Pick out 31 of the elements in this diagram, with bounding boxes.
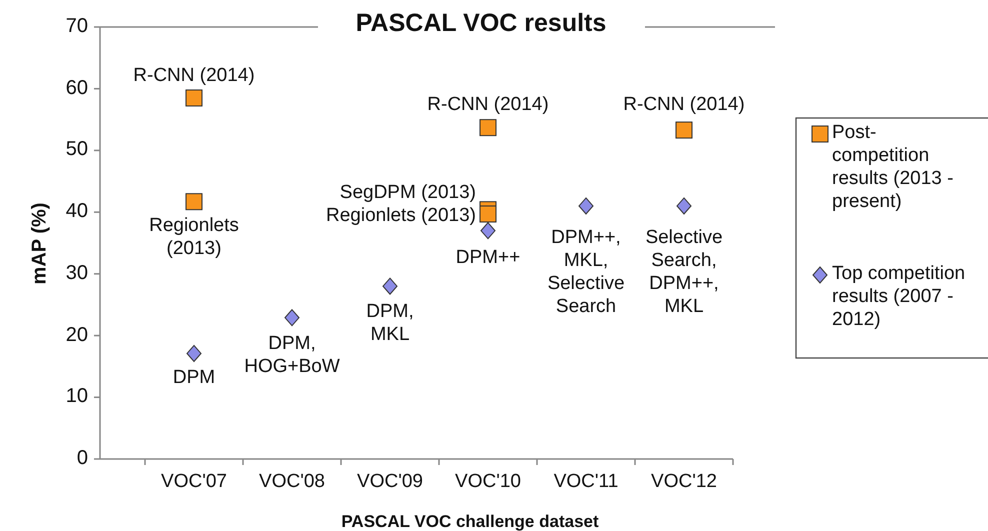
tick-label: 50: [66, 138, 88, 162]
tick-label: VOC'11: [552, 470, 620, 493]
tick-label: VOC'12: [650, 470, 718, 493]
data-label: R-CNN (2014): [132, 64, 256, 87]
axis-title: PASCAL VOC challenge dataset: [340, 511, 600, 531]
tick-label: 60: [66, 76, 88, 100]
data-label: DPM++: [454, 246, 522, 269]
data-label: Regionlets (2013): [148, 214, 240, 260]
tick-label: 40: [66, 200, 88, 224]
tick-label: 10: [66, 385, 88, 408]
data-label: R-CNN (2014): [426, 92, 550, 116]
legend-label: Top competition results (2007 - 2012): [832, 262, 966, 331]
tick-label: 30: [66, 262, 88, 285]
tick-label: VOC'10: [454, 470, 522, 493]
tick-label: VOC'08: [258, 470, 326, 493]
tick-label: VOC'07: [160, 470, 228, 493]
tick-label: 20: [66, 324, 88, 347]
data-label: DPM, HOG+BoW: [243, 332, 341, 378]
tick-label: 0: [76, 447, 88, 470]
data-label: DPM++, MKL, Selective Search: [546, 226, 626, 318]
data-label: SegDPM (2013): [338, 180, 476, 204]
data-label: DPM: [172, 366, 216, 390]
tick-label: VOC'09: [356, 470, 424, 493]
tick-label: 70: [66, 15, 88, 38]
data-label: Selective Search, DPM++, MKL: [644, 226, 724, 318]
axis-title: mAP (%): [28, 202, 52, 286]
data-label: R-CNN (2014): [622, 93, 746, 116]
chart-title: PASCAL VOC results: [354, 12, 608, 35]
data-label: Regionlets (2013): [325, 204, 476, 227]
data-label: DPM, MKL: [365, 300, 415, 346]
legend-label: Post-competition results (2013 - present): [832, 121, 954, 213]
